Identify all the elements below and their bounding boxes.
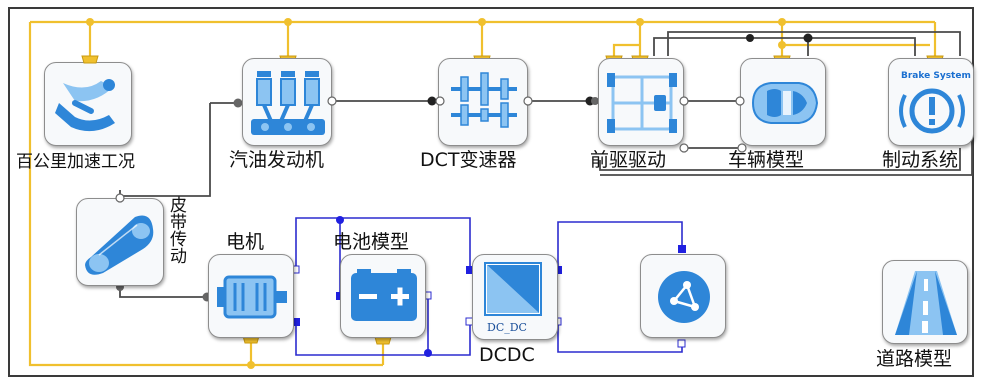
belt-block[interactable]: [76, 198, 164, 286]
electric-motor-icon: [217, 275, 287, 319]
brake-badge-text: Brake System: [901, 71, 971, 81]
brake-label: 制动系统: [882, 149, 959, 171]
electrical-links: [295, 217, 683, 356]
vehicle-block[interactable]: [740, 58, 826, 146]
engine-cylinders-icon: [251, 71, 325, 135]
engine-block[interactable]: [242, 58, 332, 146]
vehicle-label: 车辆模型: [728, 149, 805, 171]
battery-label: 电池模型: [333, 231, 410, 253]
battery-block[interactable]: [340, 254, 426, 338]
bus-block[interactable]: [640, 254, 726, 338]
belt-pulley-icon: [85, 215, 154, 275]
motor-block[interactable]: [208, 254, 294, 338]
mechanical-ports: [116, 97, 599, 302]
drive-cycle-block[interactable]: [44, 62, 132, 146]
dcdc-inner-text: DC_DC: [487, 321, 527, 334]
gearbox-icon: [451, 72, 517, 128]
signal-junctions: [86, 18, 786, 369]
fwd-block[interactable]: [598, 58, 684, 146]
belt-label: 皮带传动: [166, 196, 186, 264]
driver-seat-icon: [55, 79, 115, 132]
road-label: 道路模型: [876, 348, 953, 370]
mechanical-junctions: [427, 33, 813, 106]
dct-label: DCT变速器: [420, 149, 517, 171]
dcdc-block[interactable]: DC_DC: [472, 254, 558, 340]
dcdc-label: DCDC: [479, 344, 535, 366]
battery-icon: [351, 269, 417, 321]
road-block[interactable]: [882, 260, 968, 344]
car-top-icon: [751, 82, 819, 124]
dct-block[interactable]: [438, 58, 528, 146]
motor-label: 电机: [226, 231, 265, 253]
chassis-icon: [607, 73, 677, 133]
brake-block[interactable]: Brake System: [888, 58, 974, 146]
brake-warning-icon: [899, 88, 965, 134]
network-node-icon: [658, 271, 710, 323]
dcdc-converter-icon: [484, 262, 542, 316]
engine-label: 汽油发动机: [229, 149, 325, 171]
road-icon: [895, 271, 957, 335]
drive-cycle-label: 百公里加速工况: [16, 152, 135, 172]
fwd-label: 前驱驱动: [590, 149, 667, 171]
